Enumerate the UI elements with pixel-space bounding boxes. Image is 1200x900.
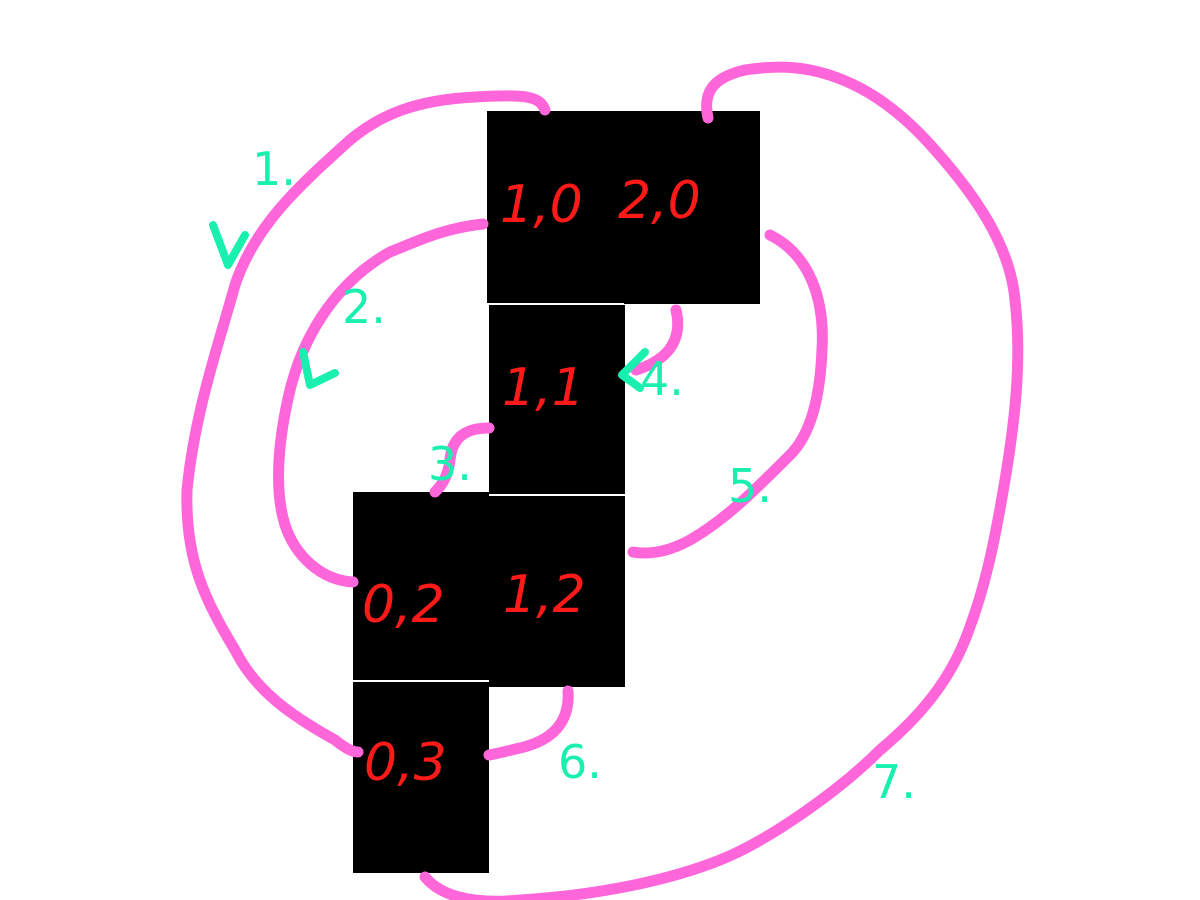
edge-5 (627, 229, 828, 559)
step-label-6: 6. (558, 735, 602, 789)
step-label-3: 3. (428, 437, 472, 491)
cell-label-1-2: 1,2 (503, 565, 586, 625)
cell-box-1-2 (489, 496, 625, 687)
cell-box-2-0 (624, 111, 760, 304)
step-label-2: 2. (342, 280, 386, 334)
step-arrow-4 (618, 348, 649, 392)
edge-4 (630, 304, 684, 376)
step-label-5: 5. (728, 459, 772, 513)
step-arrow-2 (299, 348, 339, 389)
edge-3 (429, 422, 495, 498)
edge-7 (419, 61, 1024, 900)
cell-box-1-0 (487, 111, 624, 303)
cell-box-0-2 (353, 492, 489, 680)
edge-1 (181, 90, 551, 758)
edge-2 (273, 218, 489, 588)
step-label-1: 1. (252, 142, 296, 196)
cell-label-0-2: 0,2 (362, 575, 445, 635)
cell-label-1-1: 1,1 (502, 358, 585, 418)
cell-box-0-3 (353, 682, 489, 873)
step-arrow-1 (209, 221, 249, 269)
step-label-7: 7. (872, 755, 916, 809)
cell-label-1-0: 1,0 (500, 175, 583, 235)
cell-label-2-0: 2,0 (618, 171, 701, 231)
cell-box-1-1 (489, 305, 625, 494)
step-label-4: 4. (640, 352, 684, 406)
edge-6 (483, 685, 574, 761)
cell-label-0-3: 0,3 (364, 733, 447, 793)
